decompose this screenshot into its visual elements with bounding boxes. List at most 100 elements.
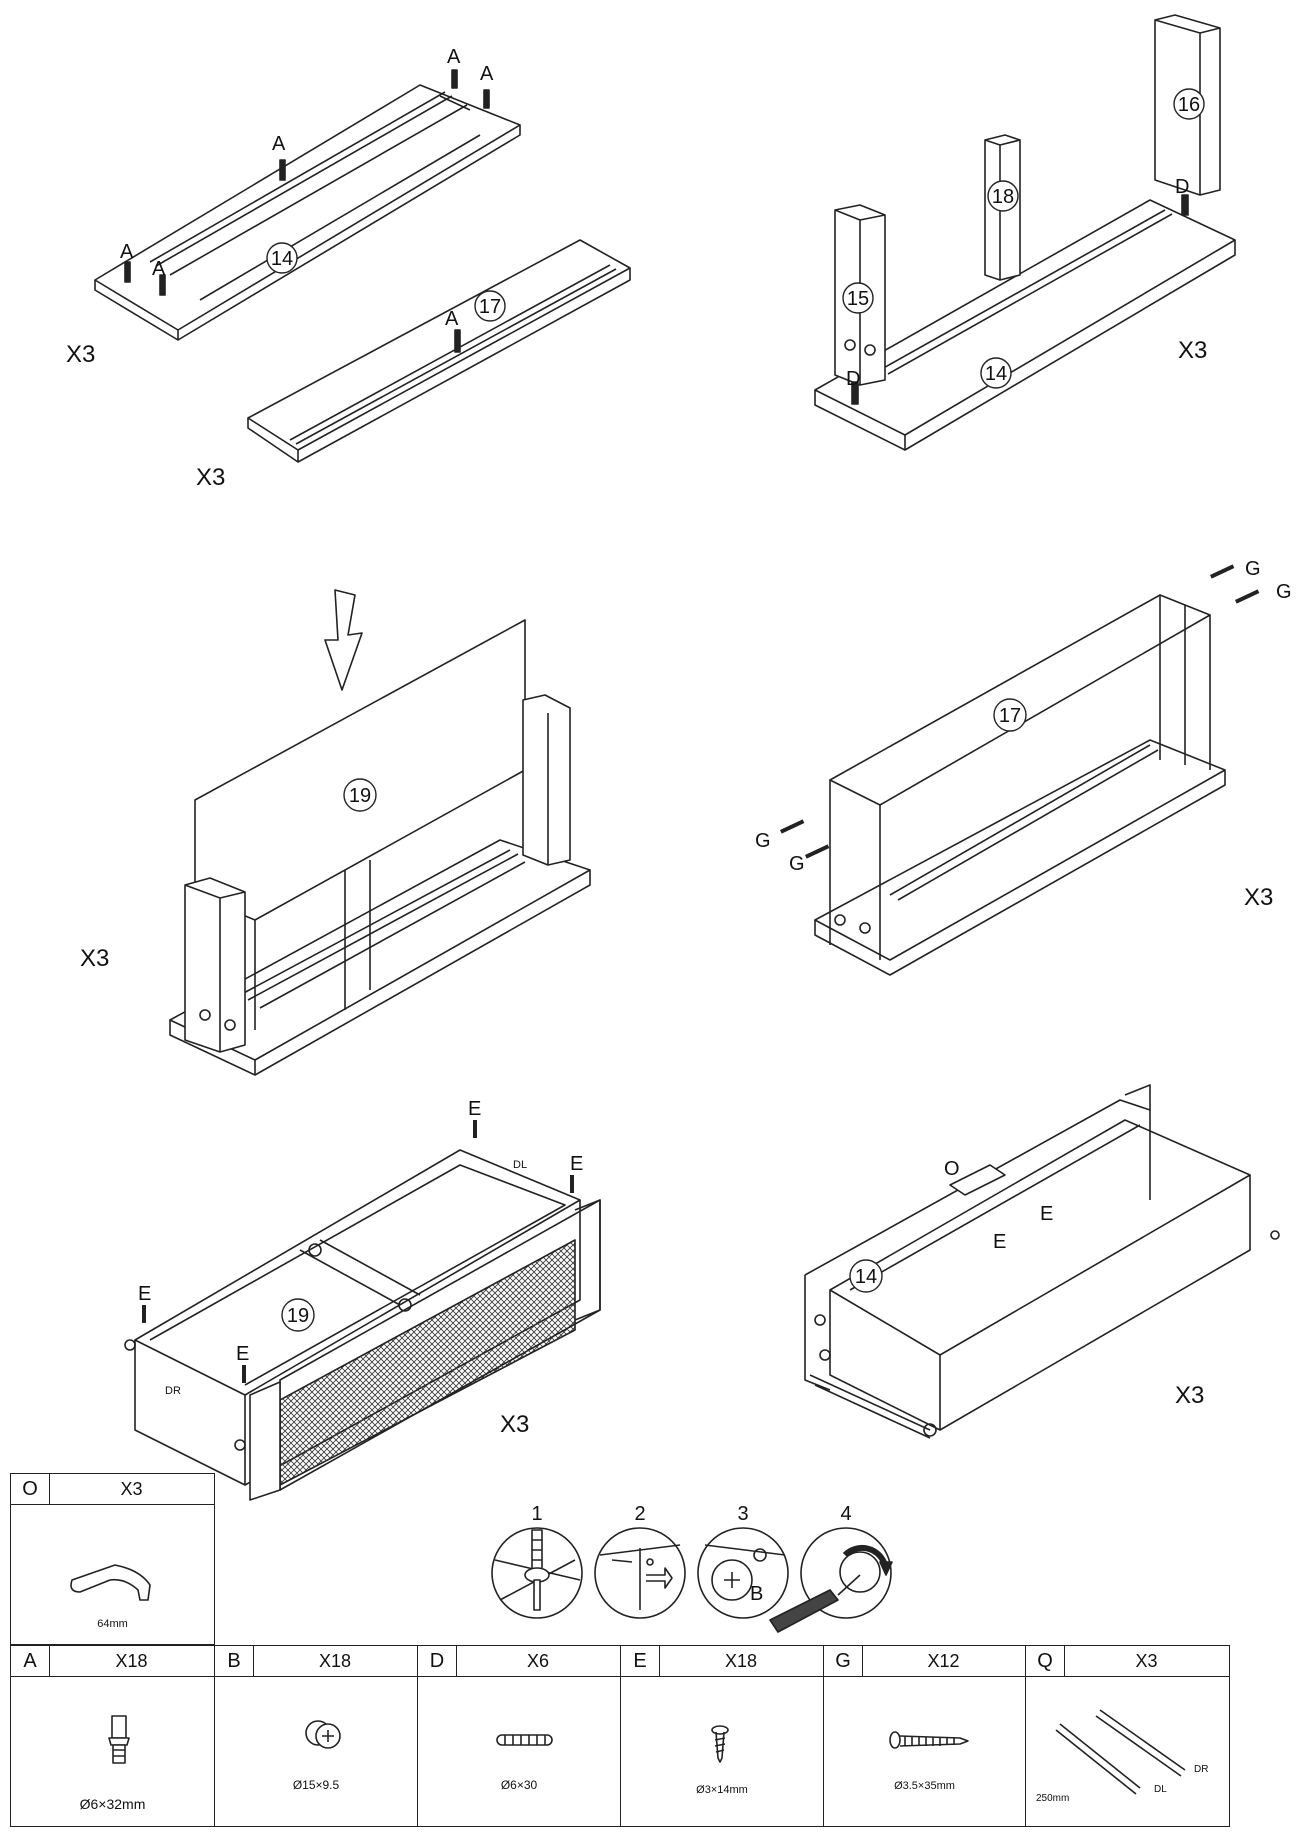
down-arrow-icon xyxy=(324,589,363,691)
runner-q xyxy=(809,1374,931,1439)
hardware-qty: X6 xyxy=(526,1651,550,1671)
side-panel-right xyxy=(522,694,571,866)
step-1-illustration xyxy=(94,69,631,463)
part-number: 16 xyxy=(1178,94,1200,116)
screw-e-icon xyxy=(570,1175,574,1193)
side-panel-left xyxy=(184,877,246,1053)
part-number: 19 xyxy=(287,1305,309,1327)
drawer-bottom xyxy=(829,1119,1251,1356)
step5-hardware-label: E xyxy=(236,1343,249,1365)
part-number: 17 xyxy=(479,296,501,318)
step1-hardware-label: A xyxy=(447,46,461,68)
step-5-illustration xyxy=(124,1120,601,1501)
hardware-code: B xyxy=(215,1646,254,1676)
hardware-cell-a: A X18 Ø6×32mm xyxy=(10,1645,215,1827)
hardware-code: G xyxy=(824,1646,863,1676)
panel-14-top xyxy=(94,84,521,331)
quantity-label: X3 xyxy=(1175,1382,1204,1409)
part-number: 14 xyxy=(855,1266,877,1288)
cam-step-number: 4 xyxy=(840,1503,851,1525)
step-6-illustration xyxy=(804,1084,1280,1439)
hardware-cell-d: D X6 Ø6×30 xyxy=(417,1645,621,1827)
quantity-label: X3 xyxy=(80,945,109,972)
screw-e-icon xyxy=(142,1305,146,1323)
hardware-qty: X12 xyxy=(927,1651,960,1671)
part-number: 14 xyxy=(985,363,1007,385)
step1-hardware-label: A xyxy=(120,241,134,263)
hardware-qty: X3 xyxy=(1135,1651,1158,1671)
step5-hardware-label: E xyxy=(138,1283,151,1305)
step5-hardware-label: E xyxy=(468,1098,481,1120)
hardware-size: Ø3.5×35mm xyxy=(894,1780,955,1792)
hardware-qty: X3 xyxy=(120,1479,143,1499)
labels: A A A A A A 14 17 X3 X3 16 18 15 14 D D … xyxy=(66,46,1292,1605)
hardware-size: Ø15×9.5 xyxy=(292,1778,340,1792)
screwdriver-icon xyxy=(769,1589,839,1633)
quantity-label: X3 xyxy=(66,341,95,368)
step4-hardware-label: G xyxy=(755,830,771,852)
step-2-illustration xyxy=(814,14,1236,451)
step4-hardware-label: G xyxy=(789,853,805,875)
part-number: 15 xyxy=(847,288,869,310)
screw-g-icon xyxy=(1209,564,1235,579)
step-3-illustration xyxy=(169,589,591,1076)
hardware-cell-o: O X3 64mm xyxy=(10,1473,215,1645)
hardware-qty: X18 xyxy=(115,1651,148,1671)
screw-e-icon xyxy=(473,1120,477,1138)
step4-hardware-label: G xyxy=(1245,558,1261,580)
panel-19 xyxy=(194,619,526,921)
quantity-label: X3 xyxy=(500,1411,529,1438)
part-number: 14 xyxy=(271,248,293,270)
cam-step-number: 1 xyxy=(531,1503,542,1525)
part-number: 17 xyxy=(999,705,1021,727)
step1-hardware-label: A xyxy=(272,133,286,155)
hardware-cell-g: G X12 Ø3.5×35mm xyxy=(823,1645,1026,1827)
step6-hardware-label: E xyxy=(1040,1203,1053,1225)
step2-hardware-label: D xyxy=(1175,176,1189,198)
part-number: 18 xyxy=(992,186,1014,208)
cam-step-number: 3 xyxy=(737,1503,748,1525)
hardware-size: 250mm xyxy=(1036,1793,1070,1804)
step6-hardware-label: O xyxy=(944,1158,960,1180)
quantity-label: X3 xyxy=(1244,884,1273,911)
hardware-cell-b: B X18 Ø15×9.5 xyxy=(214,1645,418,1827)
hardware-code: O xyxy=(11,1474,50,1504)
handle-o xyxy=(949,1164,1006,1196)
hardware-code: A xyxy=(11,1646,50,1676)
hardware-qty: X18 xyxy=(318,1651,352,1671)
panel-17-top xyxy=(247,239,631,451)
hardware-size: 64mm xyxy=(97,1618,128,1630)
step-4-illustration xyxy=(780,564,1260,976)
hardware-size: Ø6×32mm xyxy=(79,1796,146,1812)
runner-mark-dr: DR xyxy=(1194,1764,1209,1775)
cam-step-number: 2 xyxy=(634,1503,645,1525)
part-number: 19 xyxy=(349,785,371,807)
step2-hardware-label: D xyxy=(846,368,860,390)
slide-mark: DL xyxy=(513,1159,527,1171)
cam-lock-steps xyxy=(491,1527,893,1633)
screw-e-icon xyxy=(242,1365,246,1383)
step1-hardware-label: A xyxy=(480,63,494,85)
step5-hardware-label: E xyxy=(570,1153,583,1175)
hardware-code: E xyxy=(621,1646,660,1676)
hardware-code: D xyxy=(418,1646,457,1676)
screw-g-icon xyxy=(1234,589,1260,604)
hardware-cell-e: E X18 Ø3×14mm xyxy=(620,1645,824,1827)
step1-hardware-label: A xyxy=(445,308,459,330)
screw-g-icon xyxy=(780,819,805,834)
step1-hardware-label: A xyxy=(152,258,166,280)
slide-mark: DR xyxy=(165,1385,181,1397)
step6-hardware-label: E xyxy=(993,1231,1006,1253)
hardware-qty: X18 xyxy=(724,1651,758,1671)
dowel-a-icons xyxy=(124,69,490,353)
hardware-size: Ø3×14mm xyxy=(696,1784,748,1796)
cam-label: B xyxy=(750,1583,763,1605)
quantity-label: X3 xyxy=(1178,337,1207,364)
quantity-label: X3 xyxy=(196,464,225,491)
screw-g-icon xyxy=(804,844,830,859)
step4-hardware-label: G xyxy=(1276,581,1292,603)
runner-mark-dl: DL xyxy=(1154,1784,1167,1795)
hardware-size: Ø6×30 xyxy=(500,1778,538,1792)
